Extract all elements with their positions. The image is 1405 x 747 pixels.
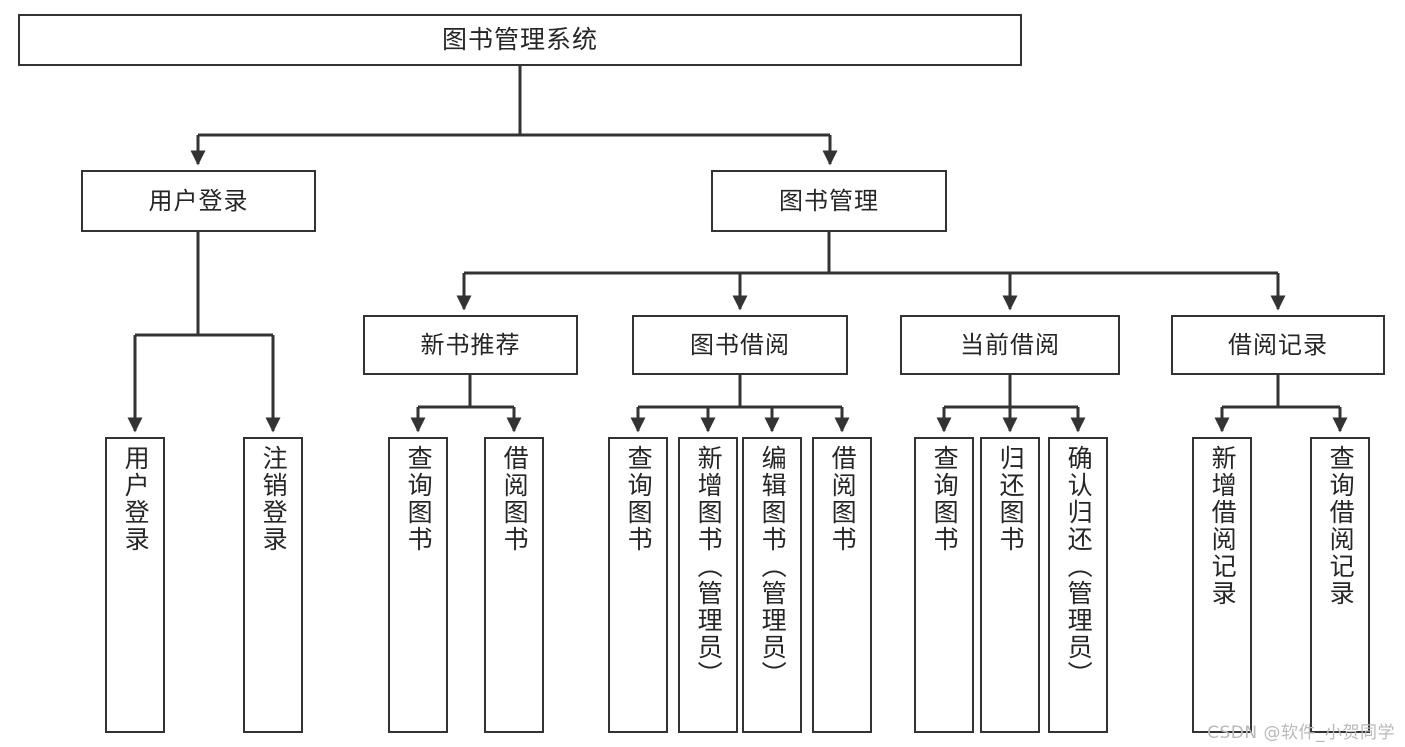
node-leaf-query-book-2-label: 查询图书 — [624, 445, 654, 553]
node-book-manage-label: 图书管理 — [779, 186, 879, 215]
node-leaf-user-login[interactable]: 用户登录 — [105, 437, 165, 733]
node-leaf-query-book-1-label: 查询图书 — [404, 445, 434, 553]
node-leaf-edit-book-label: 编辑图书（管理员） — [758, 445, 788, 688]
node-leaf-borrow-book-1[interactable]: 借阅图书 — [484, 437, 544, 733]
node-leaf-query-book-1[interactable]: 查询图书 — [388, 437, 448, 733]
node-leaf-return-book-label: 归还图书 — [996, 445, 1026, 553]
node-leaf-query-book-3[interactable]: 查询图书 — [914, 437, 974, 733]
node-leaf-query-book-2[interactable]: 查询图书 — [608, 437, 668, 733]
node-leaf-logout[interactable]: 注销登录 — [243, 437, 303, 733]
node-leaf-add-book[interactable]: 新增图书（管理员） — [678, 437, 738, 733]
node-leaf-borrow-book-2[interactable]: 借阅图书 — [812, 437, 872, 733]
node-user-login-label: 用户登录 — [148, 186, 249, 215]
node-leaf-query-book-3-label: 查询图书 — [930, 445, 960, 553]
node-leaf-add-record-label: 新增借阅记录 — [1208, 445, 1238, 607]
node-leaf-confirm-return[interactable]: 确认归还（管理员） — [1048, 437, 1108, 733]
node-leaf-edit-book[interactable]: 编辑图书（管理员） — [742, 437, 802, 733]
node-book-borrow-label: 图书借阅 — [690, 330, 790, 359]
node-root-label: 图书管理系统 — [441, 25, 598, 55]
node-new-book-recommend-label: 新书推荐 — [420, 330, 521, 359]
node-leaf-add-record[interactable]: 新增借阅记录 — [1192, 437, 1252, 733]
node-leaf-user-login-label: 用户登录 — [121, 445, 151, 553]
node-root[interactable]: 图书管理系统 — [18, 14, 1022, 66]
node-leaf-query-record[interactable]: 查询借阅记录 — [1310, 437, 1370, 733]
node-borrow-record[interactable]: 借阅记录 — [1171, 315, 1385, 375]
node-current-borrow[interactable]: 当前借阅 — [900, 315, 1120, 375]
node-leaf-query-record-label: 查询借阅记录 — [1326, 445, 1356, 607]
node-leaf-borrow-book-1-label: 借阅图书 — [500, 445, 530, 553]
node-leaf-return-book[interactable]: 归还图书 — [980, 437, 1040, 733]
node-leaf-add-book-label: 新增图书（管理员） — [694, 445, 724, 688]
node-leaf-borrow-book-2-label: 借阅图书 — [828, 445, 858, 553]
node-leaf-logout-label: 注销登录 — [259, 445, 289, 553]
node-user-login[interactable]: 用户登录 — [81, 170, 316, 232]
node-new-book-recommend[interactable]: 新书推荐 — [363, 315, 578, 375]
node-leaf-confirm-return-label: 确认归还（管理员） — [1064, 445, 1094, 688]
watermark-text: CSDN @软件_小贺同学 — [1207, 723, 1395, 743]
node-book-manage[interactable]: 图书管理 — [711, 170, 947, 232]
node-borrow-record-label: 借阅记录 — [1228, 330, 1328, 359]
node-book-borrow[interactable]: 图书借阅 — [632, 315, 848, 375]
node-current-borrow-label: 当前借阅 — [960, 330, 1060, 359]
